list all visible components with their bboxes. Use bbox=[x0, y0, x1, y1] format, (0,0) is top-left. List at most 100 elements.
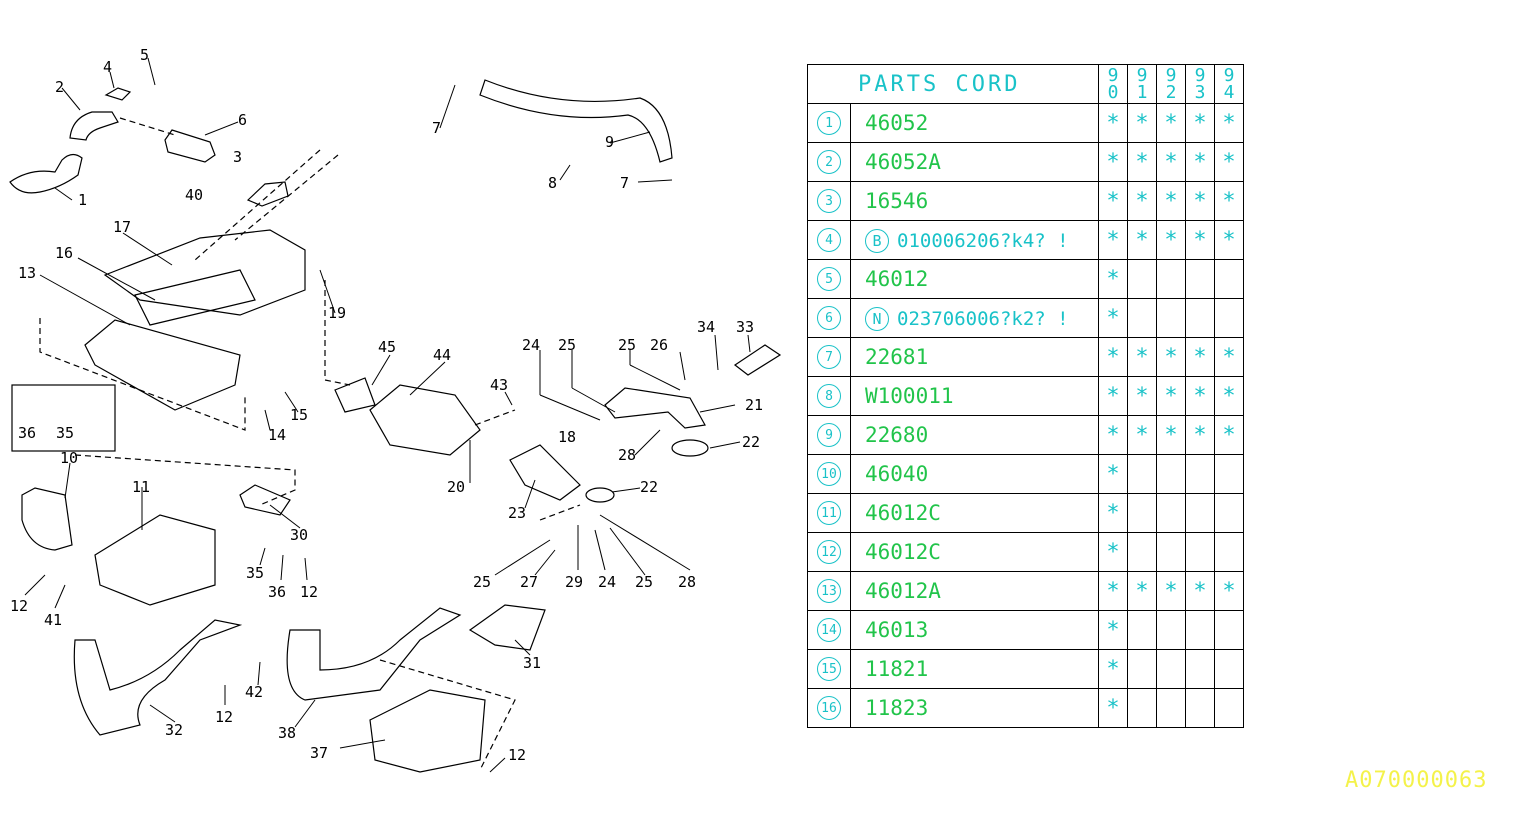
year-mark-cell bbox=[1185, 532, 1215, 572]
year-mark-cell: * bbox=[1098, 298, 1128, 338]
year-mark-cell: * bbox=[1098, 493, 1128, 533]
callout-37: 37 bbox=[310, 744, 328, 762]
part-number-cell: 46040 bbox=[850, 454, 1099, 494]
callout-32: 32 bbox=[165, 721, 183, 739]
row-number-badge: 14 bbox=[817, 618, 841, 642]
cleaner-filter bbox=[134, 269, 256, 326]
year-mark-cell bbox=[1156, 493, 1186, 533]
year-mark-cell bbox=[1214, 298, 1244, 338]
part-number: 22680 bbox=[865, 423, 929, 447]
part-number: 46040 bbox=[865, 462, 929, 486]
callout-36a: 36 bbox=[18, 424, 36, 442]
callout-40: 40 bbox=[185, 186, 203, 204]
callout-44: 44 bbox=[433, 346, 451, 364]
year-mark-cell: * bbox=[1098, 610, 1128, 650]
row-number-badge: 11 bbox=[817, 501, 841, 525]
callout-15: 15 bbox=[290, 406, 308, 424]
year-mark-cell: * bbox=[1185, 415, 1215, 455]
part-21-shape bbox=[604, 387, 706, 429]
callout-43: 43 bbox=[490, 376, 508, 394]
year-mark-cell bbox=[1214, 610, 1244, 650]
callout-12a: 12 bbox=[300, 583, 318, 601]
year-mark-cell bbox=[1185, 493, 1215, 533]
row-index-cell: 9 bbox=[807, 415, 851, 455]
callout-35a: 35 bbox=[56, 424, 74, 442]
callout-12d: 12 bbox=[508, 746, 526, 764]
year-mark-cell: * bbox=[1214, 220, 1244, 260]
year-mark-cell: * bbox=[1185, 220, 1215, 260]
year-mark-cell: * bbox=[1185, 103, 1215, 143]
parts-diagram: 1 2 4 5 6 3 40 17 16 13 19 7 9 8 7 45 44… bbox=[9, 46, 782, 773]
part-number-cell: 46012A bbox=[850, 571, 1099, 611]
callout-10: 10 bbox=[60, 449, 78, 467]
callout-9: 9 bbox=[605, 133, 614, 151]
callout-25b: 25 bbox=[618, 336, 636, 354]
year-mark-cell bbox=[1214, 259, 1244, 299]
cleaner-lower bbox=[84, 319, 241, 411]
year-mark-cell: * bbox=[1156, 571, 1186, 611]
callout-13: 13 bbox=[18, 264, 36, 282]
year-mark-cell bbox=[1127, 493, 1157, 533]
year-mark-cell: * bbox=[1127, 571, 1157, 611]
year-mark-cell: * bbox=[1156, 103, 1186, 143]
year-mark-cell bbox=[1127, 259, 1157, 299]
year-mark-cell bbox=[1214, 649, 1244, 689]
part-number: 46012 bbox=[865, 267, 929, 291]
cleaner-cover bbox=[103, 229, 306, 316]
part-22b-clamp bbox=[585, 487, 615, 503]
callout-20: 20 bbox=[447, 478, 465, 496]
year-mark-cell bbox=[1156, 610, 1186, 650]
year-mark-cell: * bbox=[1156, 142, 1186, 182]
row-index-cell: 3 bbox=[807, 181, 851, 221]
callout-3: 3 bbox=[233, 148, 242, 166]
callout-29: 29 bbox=[565, 573, 583, 591]
part-22-clamp bbox=[671, 439, 709, 457]
year-mark-cell: * bbox=[1214, 181, 1244, 221]
part-23-shape bbox=[509, 444, 581, 501]
year-mark-cell: * bbox=[1214, 337, 1244, 377]
callout-7b: 7 bbox=[620, 174, 629, 192]
part-number-cell: 22681 bbox=[850, 337, 1099, 377]
year-mark-cell: * bbox=[1214, 142, 1244, 182]
year-mark-cell: * bbox=[1214, 415, 1244, 455]
callout-17: 17 bbox=[113, 218, 131, 236]
callout-11: 11 bbox=[132, 478, 150, 496]
callout-25c: 25 bbox=[473, 573, 491, 591]
callout-31: 31 bbox=[523, 654, 541, 672]
year-mark-cell bbox=[1127, 649, 1157, 689]
year-mark-cell bbox=[1185, 259, 1215, 299]
year-mark-cell bbox=[1185, 649, 1215, 689]
year-mark-cell: * bbox=[1185, 376, 1215, 416]
year-mark-cell bbox=[1214, 454, 1244, 494]
row-number-badge: 16 bbox=[817, 696, 841, 720]
part-37-shape bbox=[369, 689, 486, 773]
part-number-cell: 46012C bbox=[850, 493, 1099, 533]
part-number: 11823 bbox=[865, 696, 929, 720]
callout-6: 6 bbox=[238, 111, 247, 129]
part-4-shape bbox=[104, 87, 132, 101]
part-number-cell: W100011 bbox=[850, 376, 1099, 416]
row-index-cell: 16 bbox=[807, 688, 851, 728]
year-mark-cell: * bbox=[1214, 571, 1244, 611]
part-number: 16546 bbox=[865, 189, 929, 213]
row-number-badge: 4 bbox=[817, 228, 841, 252]
row-number-badge: 10 bbox=[817, 462, 841, 486]
callout-8: 8 bbox=[548, 174, 557, 192]
part-number: 010006206?k4? ! bbox=[897, 229, 1069, 252]
part-30-shape bbox=[239, 484, 291, 516]
callout-42: 42 bbox=[245, 683, 263, 701]
part-number: 46012C bbox=[865, 501, 941, 525]
row-number-badge: 9 bbox=[817, 423, 841, 447]
callout-18: 18 bbox=[558, 428, 576, 446]
